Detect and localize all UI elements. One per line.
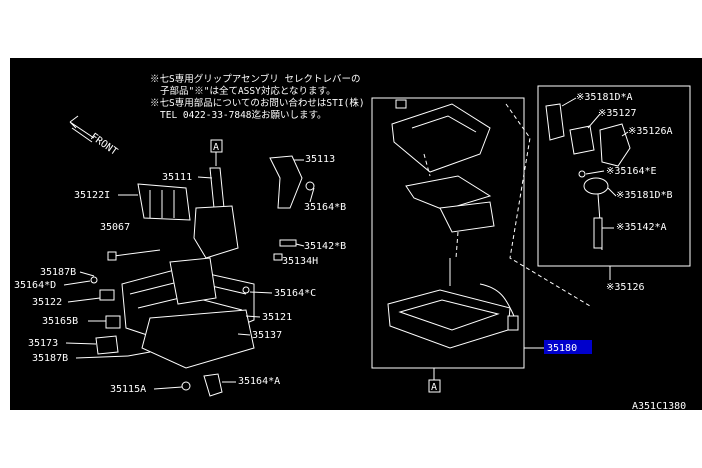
spring-35122: [99, 289, 115, 301]
note-line-2: 子部品"※"は全てASSY対応となります。: [160, 85, 336, 97]
block-35173: [95, 335, 119, 355]
pin-35187b: [127, 351, 151, 357]
callout-35137: 35137: [252, 330, 282, 341]
figure-id: A351C1380: [632, 401, 686, 410]
callout-35164e: ※35164*E: [606, 166, 657, 177]
callout-35164a: 35164*A: [238, 376, 280, 387]
pin-35134h: [273, 253, 283, 261]
bolt-35067: [107, 249, 161, 261]
callout-35181d-a: ※35181D*A: [576, 92, 633, 103]
ref-marker-a-top-label: A: [213, 142, 219, 153]
front-arrow-icon: FRONT: [69, 115, 119, 158]
callout-35165b: 35165B: [42, 316, 78, 327]
callout-35142b: 35142*B: [304, 241, 346, 252]
callout-35115a: 35115A: [110, 384, 146, 395]
parts-diagram-canvas: ※七S専用グリップアセンブリ セレクトレバーの 子部品"※"は全てASSY対応と…: [10, 58, 702, 410]
highlight-35180[interactable]: [544, 340, 592, 354]
callout-35164b-top: 35164*B: [304, 202, 346, 213]
callout-35164d: 35164*D: [14, 280, 56, 291]
callout-35164c: 35164*C: [274, 288, 316, 299]
callout-35187b-bottom: 35187B: [32, 353, 68, 364]
note-line-1: ※七S専用グリップアセンブリ セレクトレバーの: [150, 73, 360, 85]
callout-35181d-b: ※35181D*B: [616, 190, 673, 201]
detent-block: [137, 183, 191, 221]
ref-marker-a-bottom: [428, 379, 441, 393]
callout-35122i: 35122I: [74, 190, 110, 201]
callout-35187b-top: 35187B: [40, 267, 76, 278]
callout-35127: ※35127: [598, 108, 636, 119]
shift-lever-assembly: [193, 155, 315, 259]
clip-35164a: [203, 373, 223, 397]
callout-35142a: ※35142*A: [616, 222, 667, 233]
bracket-35165b: [105, 315, 121, 329]
callout-35121: 35121: [262, 312, 292, 323]
callout-35126a: ※35126A: [628, 126, 673, 137]
ref-marker-a-bottom-label: A: [431, 382, 437, 393]
callout-35180[interactable]: 35180: [547, 343, 577, 354]
callout-35111: 35111: [162, 172, 192, 183]
callout-35134h: 35134H: [282, 256, 318, 267]
grip-assembly: [537, 85, 691, 267]
front-label: FRONT: [88, 131, 119, 157]
exploded-parts-diagram: ※七S専用グリップアセンブリ セレクトレバーの 子部品"※"は全てASSY対応と…: [14, 73, 691, 410]
callout-35126: ※35126: [606, 282, 644, 293]
note-line-4: TEL 0422-33-7848迄お願いします。: [160, 109, 327, 121]
callout-35122: 35122: [32, 297, 62, 308]
note-line-3: ※七S専用部品についてのお問い合わせはSTI(株): [150, 97, 365, 109]
base-housing: [121, 257, 255, 369]
pin-35142b: [279, 239, 297, 247]
clip-35164c: [242, 286, 250, 294]
console-assembly: [371, 97, 525, 369]
clip-35164d: [90, 276, 98, 284]
callout-35113: 35113: [305, 154, 335, 165]
nut-35115a: [181, 381, 191, 391]
callout-35067: 35067: [100, 222, 130, 233]
callout-35173: 35173: [28, 338, 58, 349]
